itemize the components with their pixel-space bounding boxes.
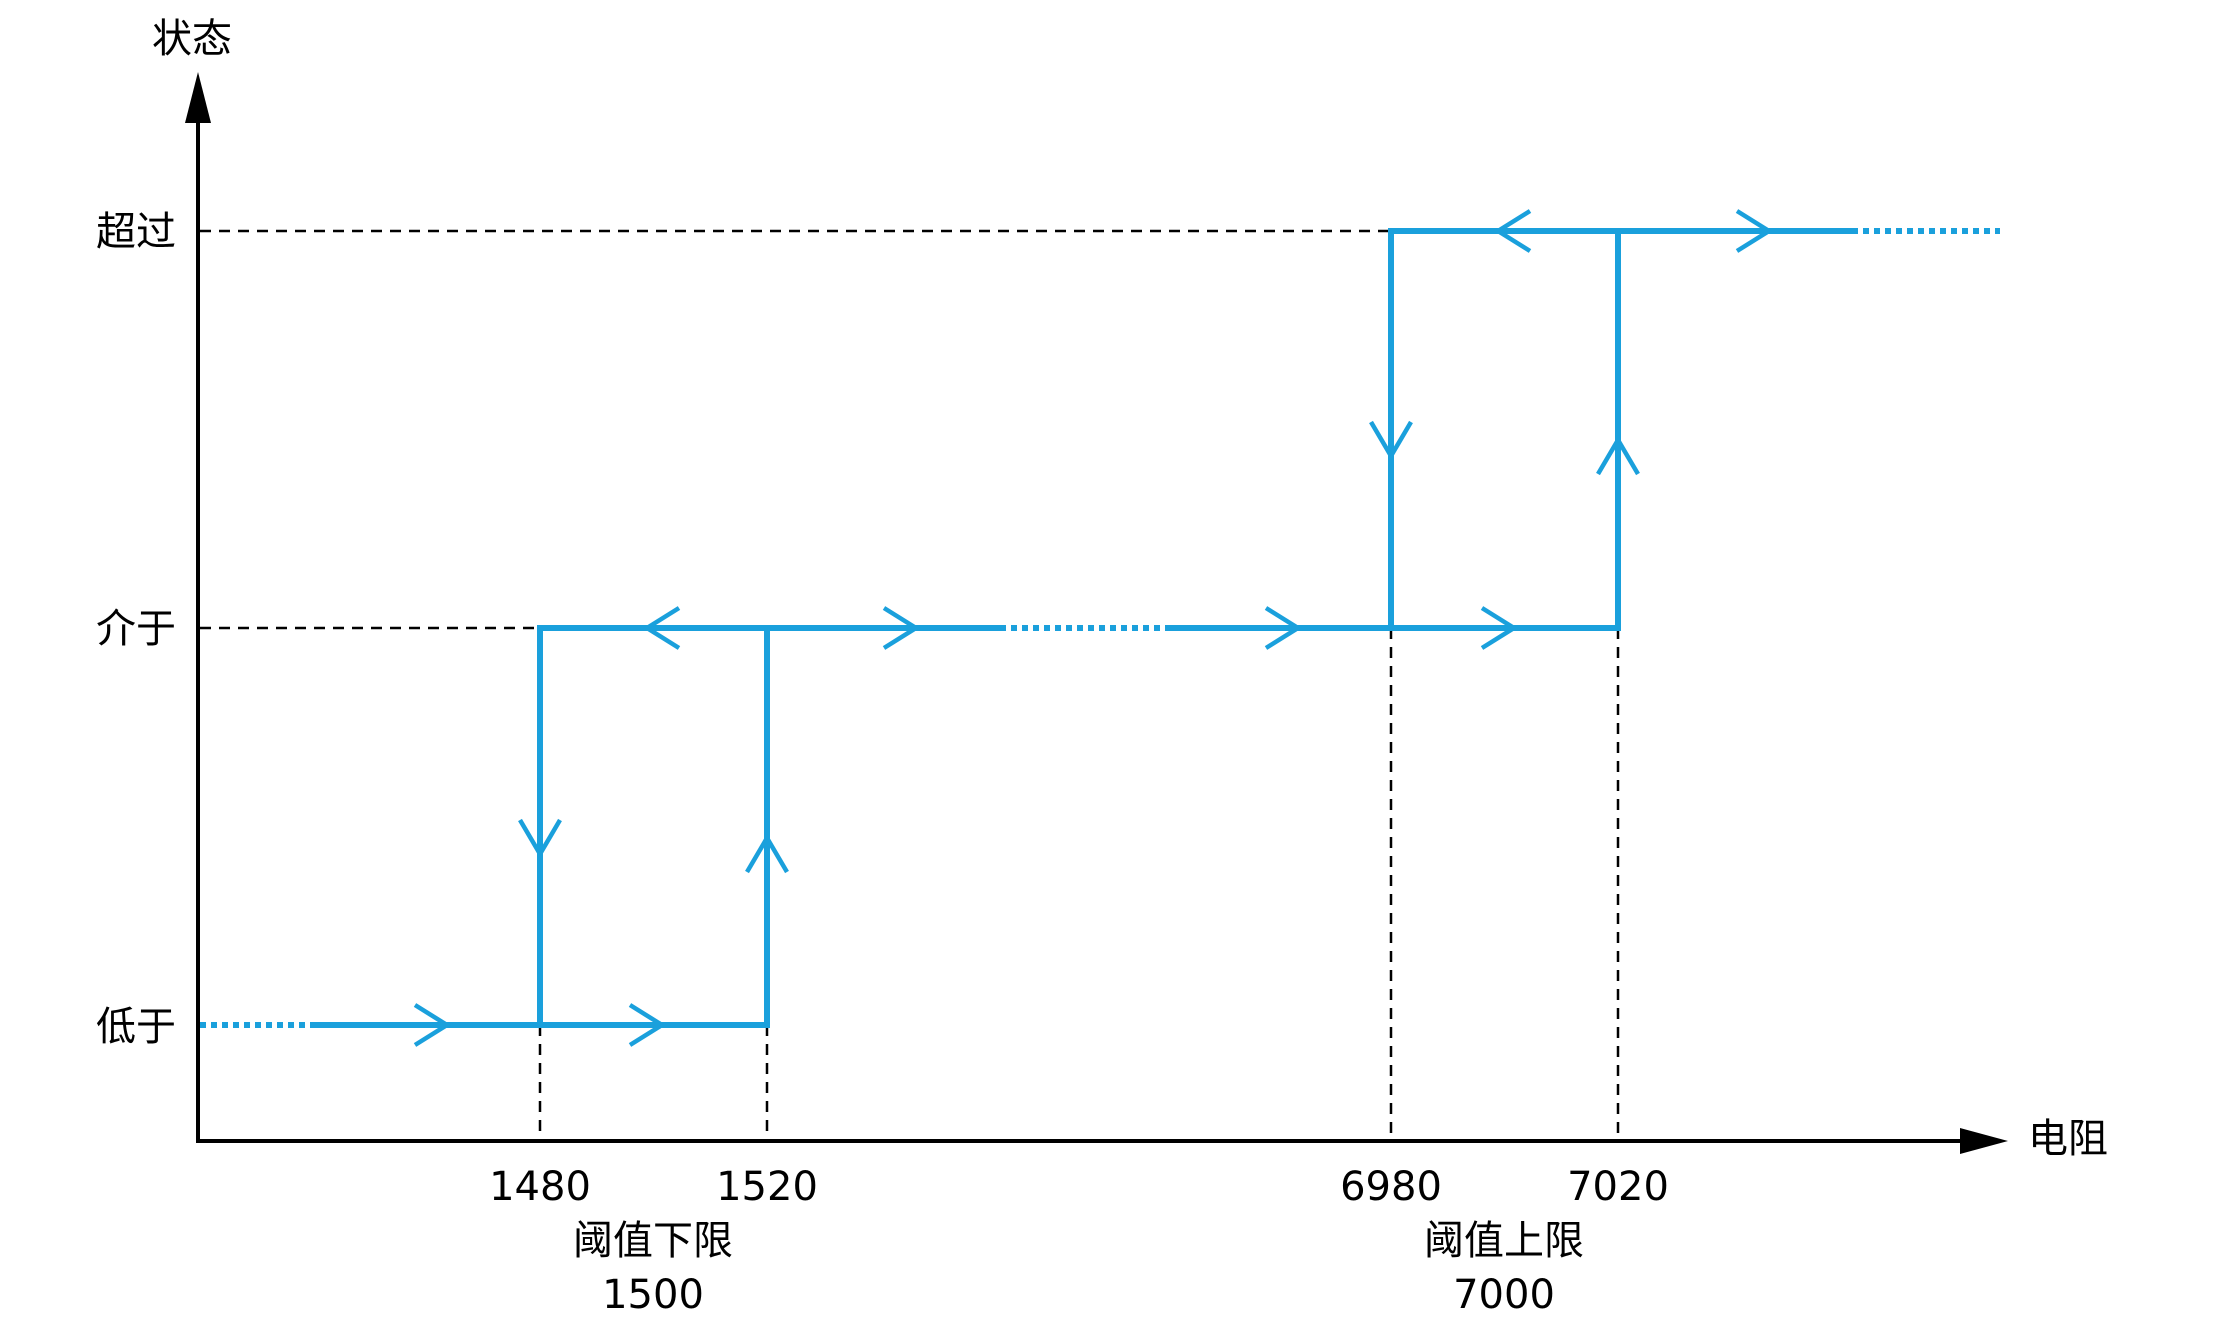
lower-threshold-value: 1500 — [602, 1272, 704, 1318]
state-label-high: 超过 — [96, 209, 176, 255]
arrow-right-icon — [1735, 209, 1774, 253]
tick-label-7020: 7020 — [1567, 1164, 1669, 1210]
state-path — [200, 228, 2000, 1028]
arrow-right-icon — [413, 1003, 452, 1047]
axes — [185, 72, 2008, 1154]
arrow-right-icon — [628, 1003, 667, 1047]
direction-arrows — [413, 209, 1774, 1047]
arrow-right-icon — [882, 606, 921, 650]
tick-label-1520: 1520 — [716, 1164, 818, 1210]
arrow-down-icon — [518, 818, 562, 859]
tick-label-6980: 6980 — [1340, 1164, 1442, 1210]
guide-lines — [200, 229, 1620, 1141]
lower-threshold-label: 阈值下限 — [573, 1218, 733, 1264]
x-axis-arrowhead — [1960, 1128, 2008, 1154]
state-label-middle: 介于 — [96, 606, 176, 652]
arrow-right-icon — [1480, 606, 1519, 650]
state-label-low: 低于 — [96, 1004, 176, 1050]
arrow-right-icon — [1264, 606, 1303, 650]
tick-label-1480: 1480 — [489, 1164, 591, 1210]
arrow-left-icon — [642, 606, 681, 650]
upper-threshold-value: 7000 — [1453, 1272, 1555, 1318]
upper-threshold-label: 阈值上限 — [1424, 1218, 1584, 1264]
arrow-up-icon — [1596, 435, 1640, 476]
y-axis-title: 状态 — [152, 16, 232, 62]
x-axis-title: 电阻 — [2028, 1116, 2108, 1162]
y-axis-arrowhead — [185, 72, 211, 123]
arrow-left-icon — [1493, 209, 1532, 253]
arrow-down-icon — [1369, 420, 1413, 461]
arrow-up-icon — [745, 833, 789, 874]
